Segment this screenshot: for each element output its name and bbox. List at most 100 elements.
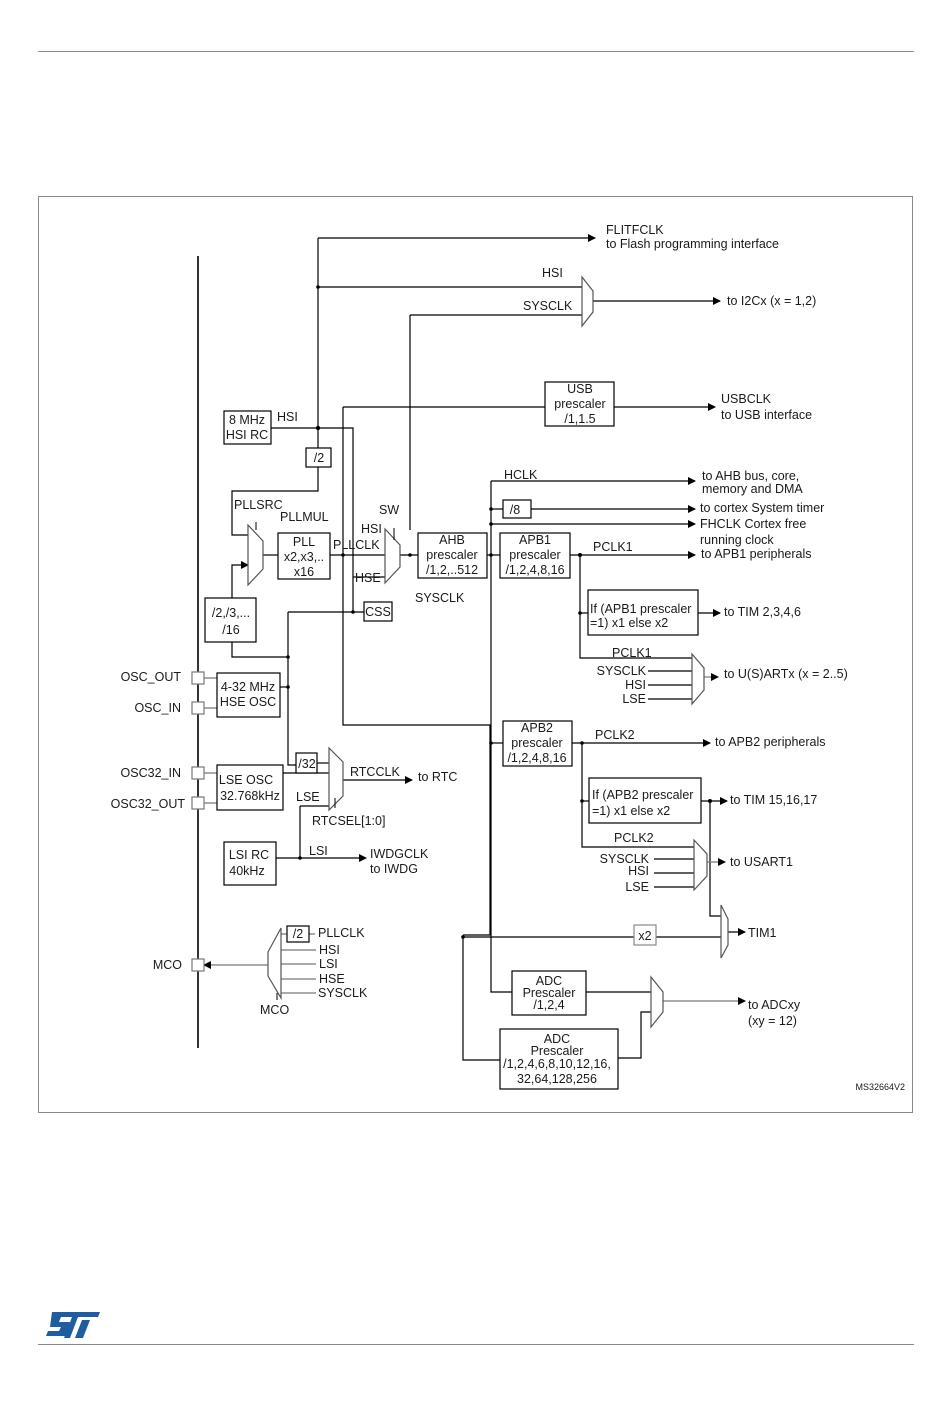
- rtcclk-label: RTCCLK: [350, 765, 400, 779]
- tim-apb1-output: to TIM 2,3,4,6: [724, 605, 801, 619]
- mco-input-hsi: HSI: [319, 943, 340, 957]
- mco-mux: [267, 927, 282, 1001]
- adc-prescaler-2-block: [499, 1028, 619, 1090]
- adc-prescaler-1-line1: ADC: [536, 974, 562, 988]
- osc-out-pin: [191, 671, 205, 685]
- osc32-in-pin: [191, 766, 205, 780]
- i2c-output: to I2Cx (x = 1,2): [727, 294, 816, 308]
- lsi-rc-line1: LSI RC: [229, 848, 269, 862]
- div32-block: [295, 752, 318, 774]
- adc-prescaler-1-line3: /1,2,4: [533, 998, 564, 1012]
- lsi-label: LSI: [309, 844, 328, 858]
- ahb-prescaler-line3: /1,2,..512: [426, 563, 478, 577]
- i2c-mux-hsi-label: HSI: [542, 266, 563, 280]
- lse-osc-block: [216, 764, 284, 811]
- usart-input-hsi: HSI: [625, 678, 646, 692]
- iwdg-line1: IWDGCLK: [370, 847, 429, 861]
- apb2-output: to APB2 peripherals: [715, 735, 826, 749]
- lse-osc-line1: LSE OSC: [219, 773, 273, 787]
- usbclk-line2: to USB interface: [721, 408, 812, 422]
- sw-hse-label: HSE: [355, 571, 381, 585]
- tim1-output: TIM1: [748, 926, 777, 940]
- hse-osc-block: [216, 672, 281, 718]
- usart-input-pclk1: PCLK1: [612, 646, 652, 660]
- usart-input-lse: LSE: [622, 692, 646, 706]
- mco-div2-label: /2: [293, 927, 303, 941]
- ahb-output-line2: memory and DMA: [702, 482, 803, 496]
- hclk-label: HCLK: [504, 468, 538, 482]
- hsi-rc-line2: HSI RC: [226, 428, 268, 442]
- usbclk-line1: USBCLK: [721, 392, 772, 406]
- ahb-output-line1: to AHB bus, core,: [702, 469, 799, 483]
- x2-label: x2: [638, 929, 651, 943]
- mco-input-pllclk: PLLCLK: [318, 926, 365, 940]
- footer-rule: [38, 1344, 914, 1345]
- hsi-rc-line1: 8 MHz: [229, 413, 265, 427]
- div8-label: /8: [510, 503, 520, 517]
- apb1-prescaler-line2: prescaler: [509, 548, 560, 562]
- st-logo-icon: [46, 1312, 100, 1338]
- pllmul-label: PLLMUL: [280, 510, 329, 524]
- i2c-mux-sysclk-label: SYSCLK: [523, 299, 573, 313]
- div8-block: [502, 499, 532, 519]
- hse-osc-line1: 4-32 MHz: [221, 680, 275, 694]
- usart1-input-lse: LSE: [625, 880, 649, 894]
- apb1-prescaler-line3: /1,2,4,8,16: [505, 563, 564, 577]
- pclk2-label: PCLK2: [595, 728, 635, 742]
- header-rule: [38, 51, 914, 52]
- hse-osc-line2: HSE OSC: [220, 695, 276, 709]
- hsi-div2-block: [305, 447, 332, 468]
- ahb-prescaler-block: [417, 532, 488, 579]
- hsi-label: HSI: [277, 410, 298, 424]
- usart-mux: [691, 652, 705, 706]
- ahb-prescaler-line1: AHB: [439, 533, 465, 547]
- div32-label: /32: [298, 757, 315, 771]
- usart1-input-sysclk: SYSCLK: [600, 852, 650, 866]
- adc-output-line1: to ADCxy: [748, 998, 801, 1012]
- flitfclk-line2: to Flash programming interface: [606, 237, 779, 251]
- pin-osc-out: OSC_OUT: [121, 670, 182, 684]
- osc32-out-pin: [191, 796, 205, 810]
- fclk-line2: running clock: [700, 533, 774, 547]
- usart-output: to U(S)ARTx (x = 2..5): [724, 667, 848, 681]
- mco-div2-block: [286, 925, 310, 943]
- system-clock-mux: [384, 527, 401, 585]
- tim-apb1-line1: If (APB1 prescaler: [590, 602, 691, 616]
- usb-prescaler-line1: USB: [567, 382, 593, 396]
- usb-prescaler-line2: prescaler: [554, 397, 605, 411]
- prediv-line2: /16: [222, 623, 239, 637]
- ahb-prescaler-line2: prescaler: [426, 548, 477, 562]
- pll-line3: x16: [294, 565, 314, 579]
- sw-hsi-label: HSI: [361, 522, 382, 536]
- flitfclk-line1: FLITFCLK: [606, 223, 664, 237]
- pll-line2: x2,x3,..: [284, 550, 324, 564]
- tim-apb1-line2: =1) x1 else x2: [590, 616, 668, 630]
- apb2-prescaler-line3: /1,2,4,8,16: [507, 751, 566, 765]
- rtc-output: to RTC: [418, 770, 457, 784]
- rtcsel-label: RTCSEL[1:0]: [312, 814, 385, 828]
- tim-apb1-block: [587, 589, 699, 636]
- adc-prescaler-2-line4: 32,64,128,256: [517, 1072, 597, 1086]
- usart1-output: to USART1: [730, 855, 793, 869]
- prediv-block: [204, 597, 257, 643]
- adc-mux: [650, 975, 664, 1029]
- adc-prescaler-1-block: [511, 970, 587, 1016]
- x2-block: [633, 924, 657, 946]
- adc-prescaler-2-line1: ADC: [544, 1032, 570, 1046]
- lsi-rc-line2: 40kHz: [229, 864, 264, 878]
- css-label: CSS: [365, 605, 391, 619]
- mco-input-lsi: LSI: [319, 957, 338, 971]
- systick-output: to cortex System timer: [700, 501, 824, 515]
- osc-in-pin: [191, 701, 205, 715]
- fclk-line1: FHCLK Cortex free: [700, 517, 806, 531]
- usb-prescaler-line3: /1,1.5: [564, 412, 595, 426]
- usb-prescaler-block: [544, 381, 615, 427]
- sysclk-label: SYSCLK: [415, 591, 465, 605]
- lse-osc-line2: 32.768kHz: [220, 789, 280, 803]
- hsi-div2-label: /2: [314, 451, 324, 465]
- mco-input-sysclk: SYSCLK: [318, 986, 368, 1000]
- adc-prescaler-2-line2: Prescaler: [531, 1044, 584, 1058]
- pll-line1: PLL: [293, 535, 315, 549]
- sw-label: SW: [379, 503, 399, 517]
